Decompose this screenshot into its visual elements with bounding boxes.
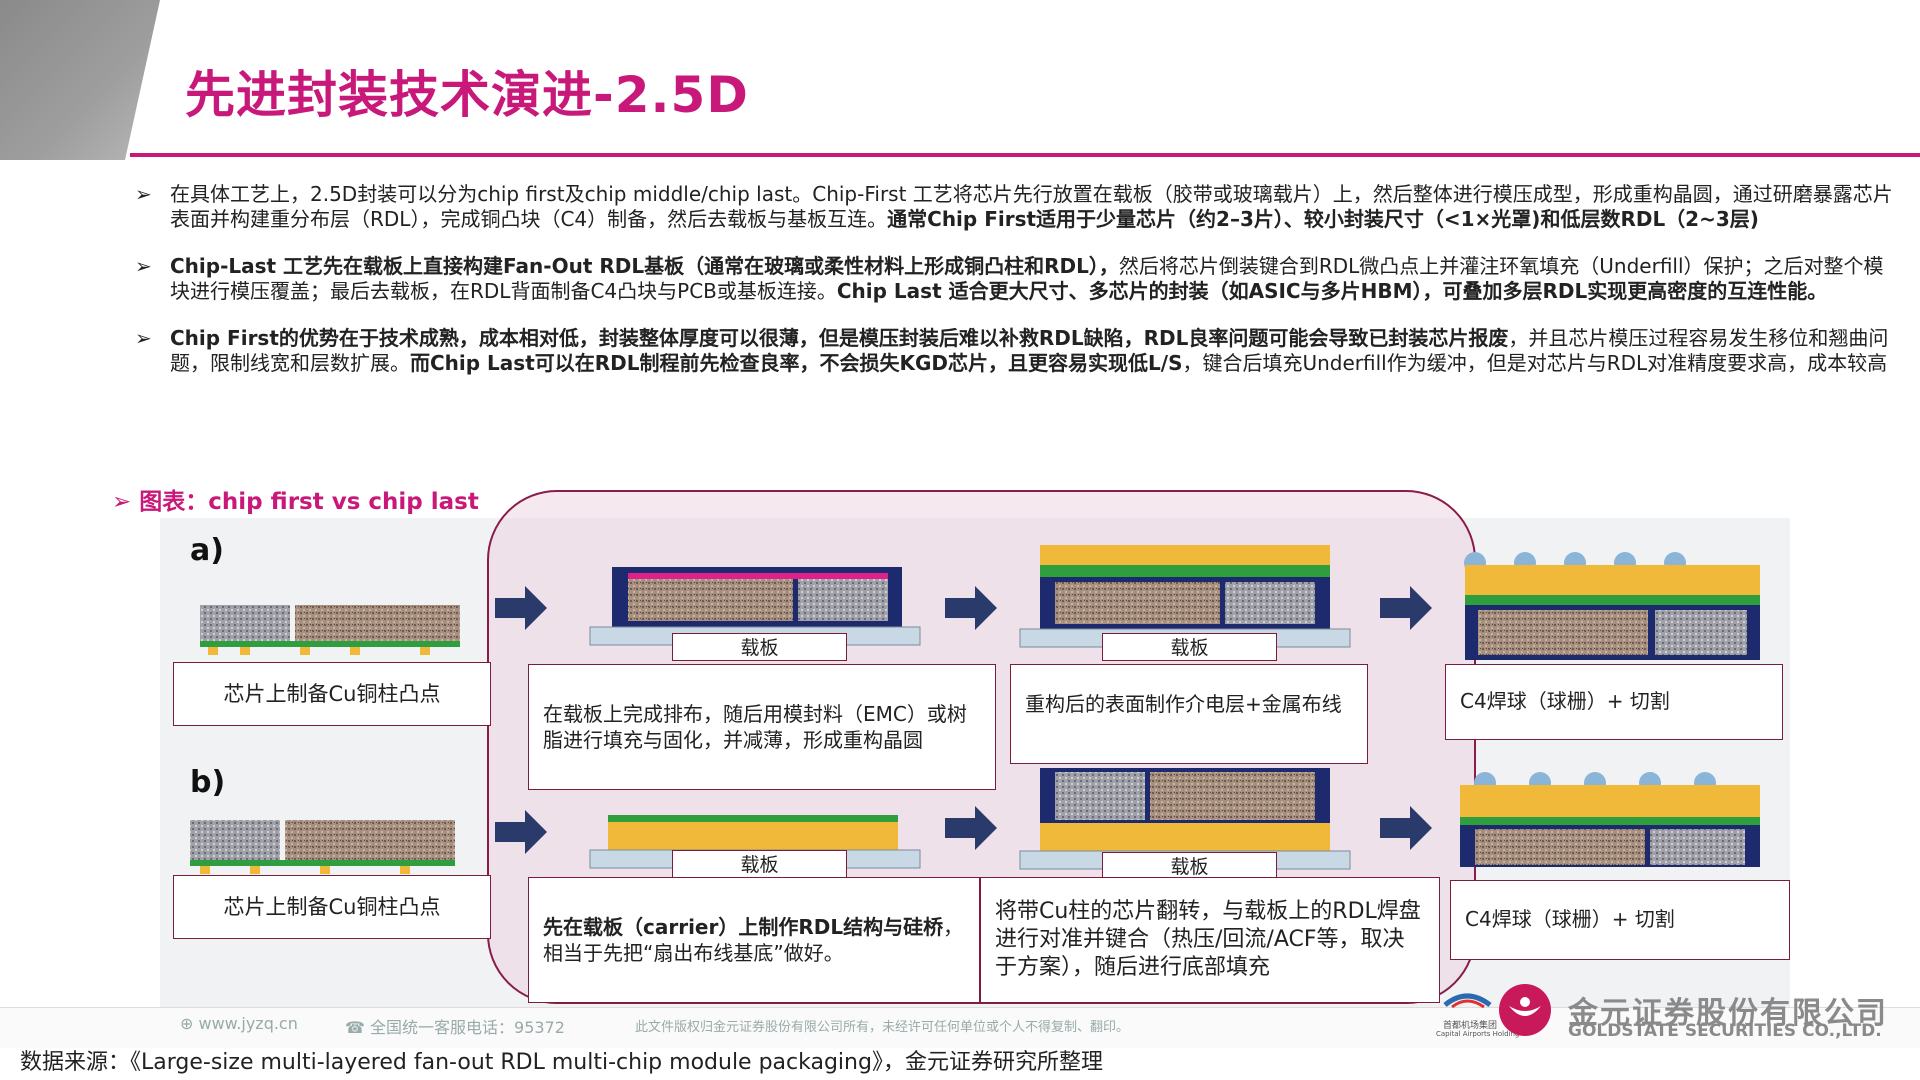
bullet-2-text-2: 然后将芯片倒装键合到RDL微凸点上并灌注环氧填充（Underfill）保护；之后… [170,254,1884,303]
a-step3-box: 重构后的表面制作介电层+金属布线 [1010,664,1368,764]
bullet-3-text-3: 而Chip Last可以在RDL制程前先检查良率，不会损失KGD芯片，且更容易实… [410,351,1183,375]
bullet-arrow-icon: ➢ [135,326,152,350]
b-step2-box: 先在载板（carrier）上制作RDL结构与硅桥，相当于先把“扇出布线基底”做好… [528,877,980,1003]
bullet-3-text-2: ，并且芯片模压过程容易发生移位和翘曲问题，限制线宽和层数扩展。 [170,326,1889,375]
carrier-label: 载板 [1102,852,1277,880]
bullet-2: ➢ Chip-Last 工艺先在载板上直接构建Fan-Out RDL基板（通常在… [135,254,1895,304]
carrier-label: 载板 [672,633,847,661]
footer-copyright: 此文件版权归金元证券股份有限公司所有，未经许可任何单位或个人不得复制、翻印。 [635,1020,1130,1035]
partner-logo-icon [1440,985,1495,1015]
bullet-3-text-1: Chip First的优势在于技术成熟，成本相对低，封装整体厚度可以很薄，但是模… [170,326,1509,350]
bullet-2-text-3: Chip Last 适合更大尺寸、多芯片的封装（如ASIC与多片HBM），可叠加… [836,279,1828,303]
corner-decoration [0,0,160,160]
partner-name: 首都机场集团 [1443,1021,1498,1031]
company-name-en: GOLDSTATE SECURITIES CO.,LTD. [1568,1021,1882,1041]
b-step4-box: C4焊球（球栅）+ 切割 [1450,880,1790,960]
row-a-label: a) [190,533,224,568]
b-step2-bold: 先在载板（carrier）上制作RDL结构与硅桥 [543,915,944,939]
company-logo-icon [1495,982,1555,1038]
data-source: 数据来源：《Large-size multi-layered fan-out R… [20,1050,1103,1075]
footer-hotline: ☎ 全国统一客服电话：95372 [345,1018,565,1037]
bullet-list: ➢ 在具体工艺上，2.5D封装可以分为chip first及chip middl… [135,182,1895,398]
a-step1-box: 芯片上制备Cu铜柱凸点 [173,662,491,726]
bullet-2-text-1: Chip-Last 工艺先在载板上直接构建Fan-Out RDL基板（通常在玻璃… [170,254,1119,278]
carrier-label: 载板 [1102,633,1277,661]
bullet-1-text-1: 在具体工艺上，2.5D封装可以分为chip first及chip middle/… [170,182,1893,231]
bullet-arrow-icon: ➢ [135,254,152,278]
bullet-arrow-icon: ➢ [135,182,152,206]
a-step4-box: C4焊球（球栅）+ 切割 [1445,664,1783,740]
bullet-1: ➢ 在具体工艺上，2.5D封装可以分为chip first及chip middl… [135,182,1895,232]
bullet-3-text-4: ，键合后填充Underfill作为缓冲，但是对芯片与RDL对准精度要求高，成本较… [1182,351,1888,375]
footer-bar [0,1007,1920,1048]
title-divider [130,153,1920,157]
footer-website: ⊕ www.jyzq.cn [180,1014,298,1033]
bullet-1-text-2: 通常Chip First适用于少量芯片（约2–3片）、较小封装尺寸（<1×光罩)… [887,207,1759,231]
b-step1-box: 芯片上制备Cu铜柱凸点 [173,875,491,939]
page-title: 先进封装技术演进-2.5D [185,66,749,124]
a-step2-box: 在载板上完成排布，随后用模封料（EMC）或树脂进行填充与固化，并减薄，形成重构晶… [528,664,996,790]
carrier-label: 载板 [672,850,847,878]
company-name: 金元证券股份有限公司 [1568,996,1888,1031]
partner-name-en: Capital Airports Holding [1436,1030,1520,1038]
bullet-3: ➢ Chip First的优势在于技术成熟，成本相对低，封装整体厚度可以很薄，但… [135,326,1895,376]
b-step2-rest: ，相当于先把“扇出布线基底”做好。 [543,915,964,965]
row-b-label: b) [190,765,226,800]
figure-caption: ➢ 图表：chip first vs chip last [112,489,479,515]
b-step3-box: 将带Cu柱的芯片翻转，与载板上的RDL焊盘进行对准并键合（热压/回流/ACF等，… [980,877,1440,1003]
